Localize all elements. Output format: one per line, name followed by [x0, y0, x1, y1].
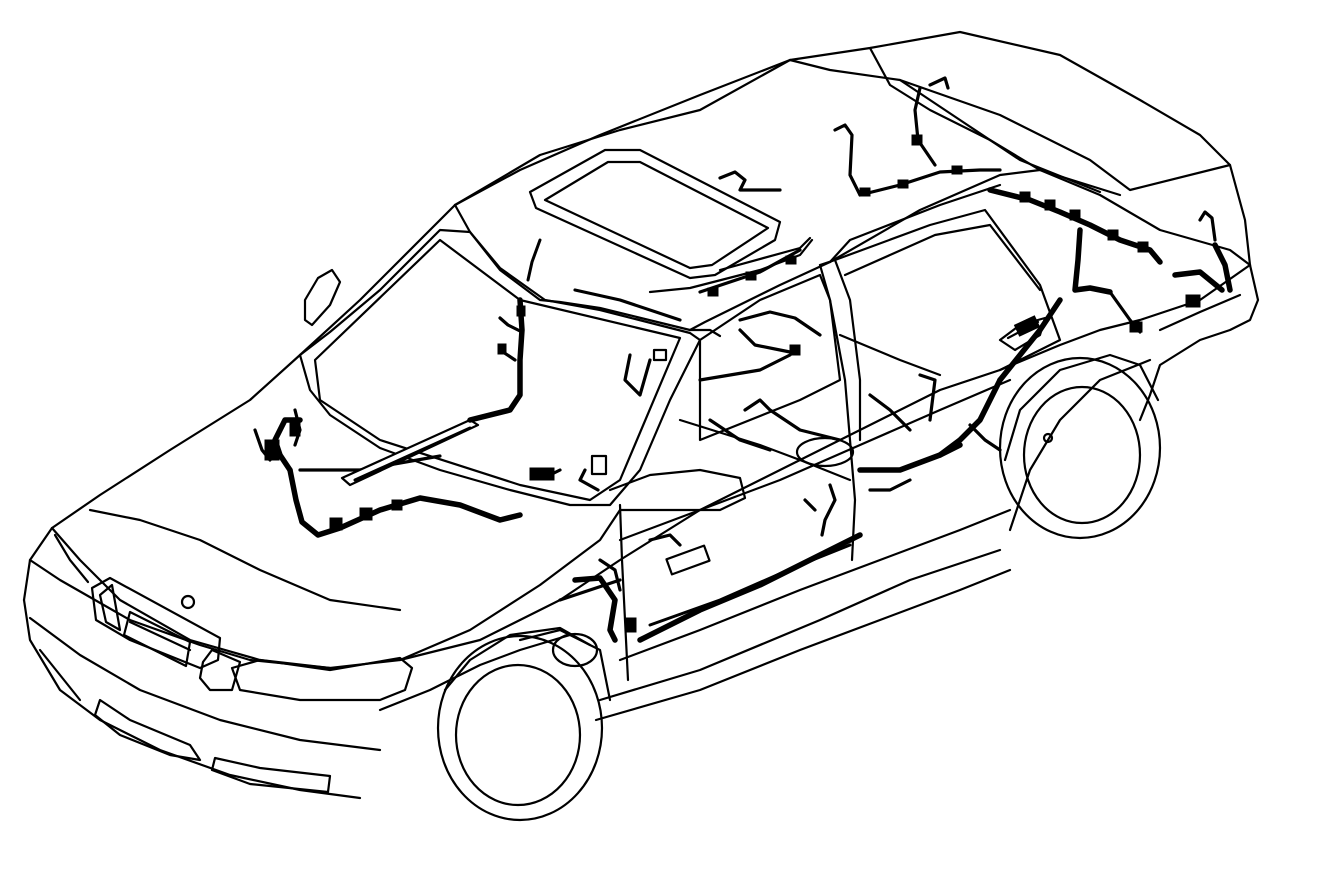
rear-wheel: [998, 353, 1162, 540]
dashboard-harness: [340, 238, 668, 492]
engine-bay-harness: [253, 408, 523, 538]
rear-harness: [937, 187, 1233, 458]
front-wheel: [436, 626, 612, 822]
roof-harness: [573, 76, 1002, 322]
floor-harness: [558, 310, 963, 643]
sunroof: [528, 148, 814, 294]
car-body-outline: [22, 30, 1260, 800]
side-mirror-left: [303, 268, 342, 327]
